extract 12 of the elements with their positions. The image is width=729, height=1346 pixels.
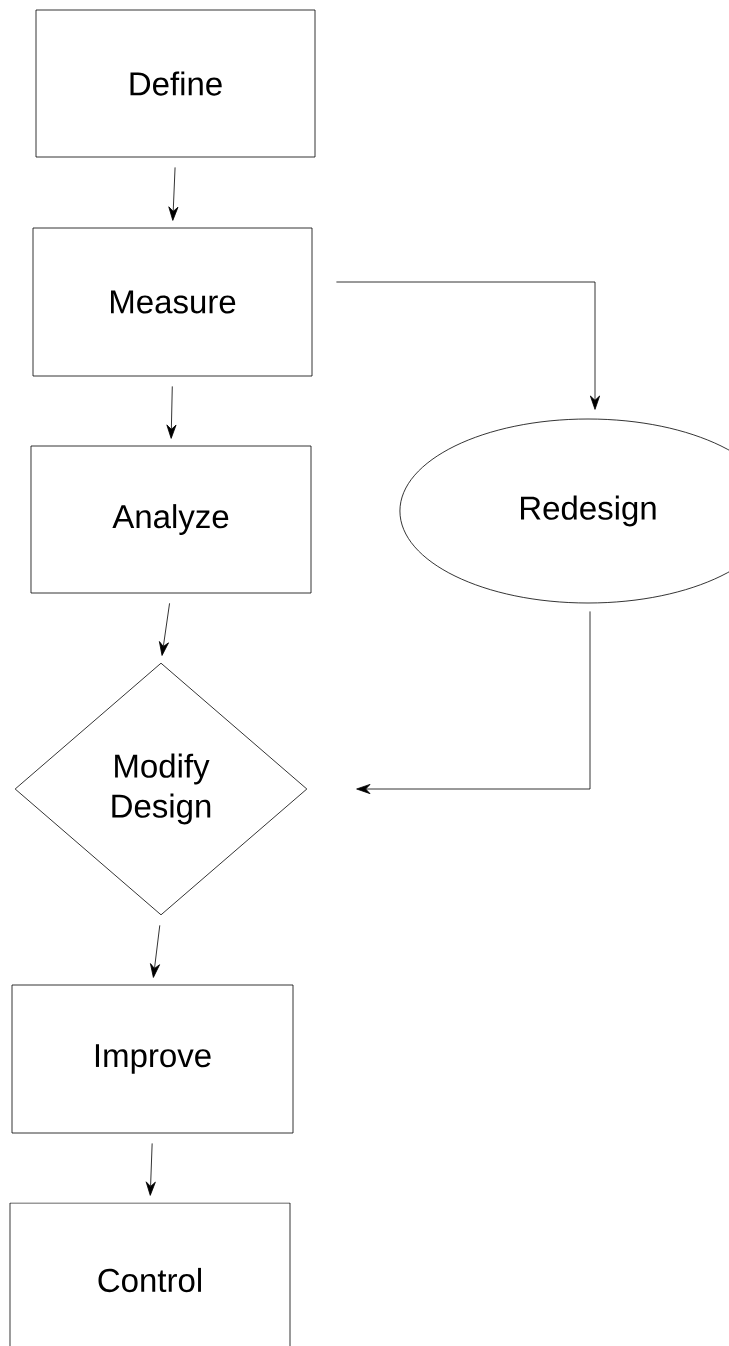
arrow <box>166 386 177 439</box>
arrow <box>336 281 600 410</box>
arrow <box>356 611 591 795</box>
process-box: Measure <box>32 227 313 377</box>
arrow <box>159 602 170 656</box>
process-box: Define <box>35 9 316 158</box>
arrow <box>145 1143 156 1196</box>
process-box: Analyze <box>30 445 312 594</box>
process-box: Control <box>9 1202 291 1346</box>
process-box: Improve <box>11 984 294 1134</box>
arrow <box>150 924 161 978</box>
arrow <box>168 167 179 221</box>
